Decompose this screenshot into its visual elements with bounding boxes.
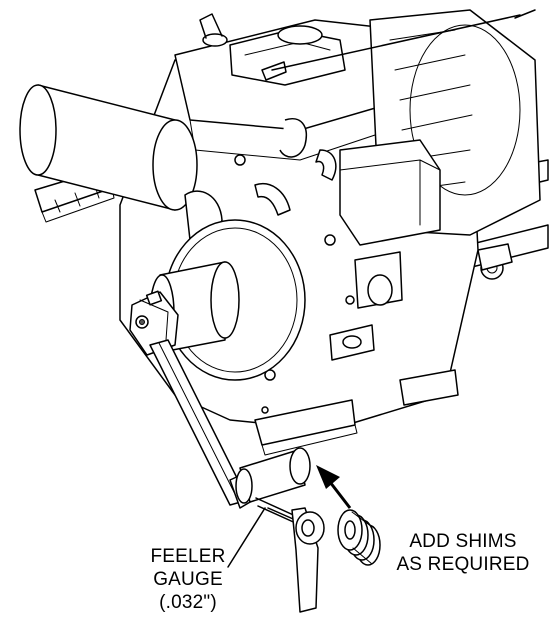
feeler-gauge-label-line3: (.032") <box>159 592 217 613</box>
direction-arrow-icon <box>316 465 352 509</box>
feeler-gauge-icon <box>227 497 325 613</box>
shim-stack-icon <box>337 509 381 566</box>
add-shims-label-line1: ADD SHIMS <box>409 531 517 552</box>
feeler-gauge-label: FEELER GAUGE (.032") <box>128 545 248 614</box>
feeler-gauge-label-line1: FEELER <box>150 546 226 567</box>
alignment-tool-icon <box>129 290 311 509</box>
add-shims-label: ADD SHIMS AS REQUIRED <box>388 530 538 576</box>
add-shims-label-line2: AS REQUIRED <box>396 554 530 575</box>
feeler-gauge-label-line2: GAUGE <box>153 569 223 590</box>
engine-assembly-icon <box>19 9 549 456</box>
